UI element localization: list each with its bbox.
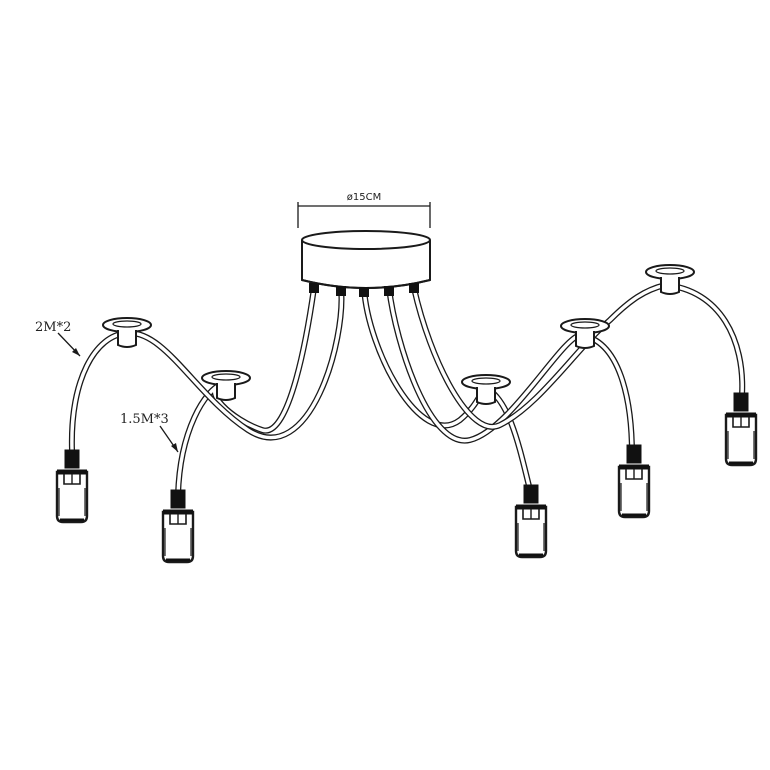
lamp-socket (163, 490, 193, 562)
long-cable-label: 2M*2 (35, 320, 71, 335)
lamp-socket (619, 445, 649, 517)
cable-annotations: 2M*2 1.5M*3 (35, 320, 179, 453)
ceiling-canopy (301, 230, 431, 297)
lamp-socket (516, 485, 546, 557)
lamp-socket (57, 450, 87, 522)
canopy-diameter-label: ø15CM (347, 192, 381, 203)
lamp-socket (726, 393, 756, 465)
short-cable-label: 1.5M*3 (120, 412, 169, 427)
canopy-dimension: ø15CM (297, 192, 431, 228)
ceiling-hook (102, 317, 152, 348)
ceiling-hook (461, 374, 511, 405)
cable-group (68, 281, 746, 498)
